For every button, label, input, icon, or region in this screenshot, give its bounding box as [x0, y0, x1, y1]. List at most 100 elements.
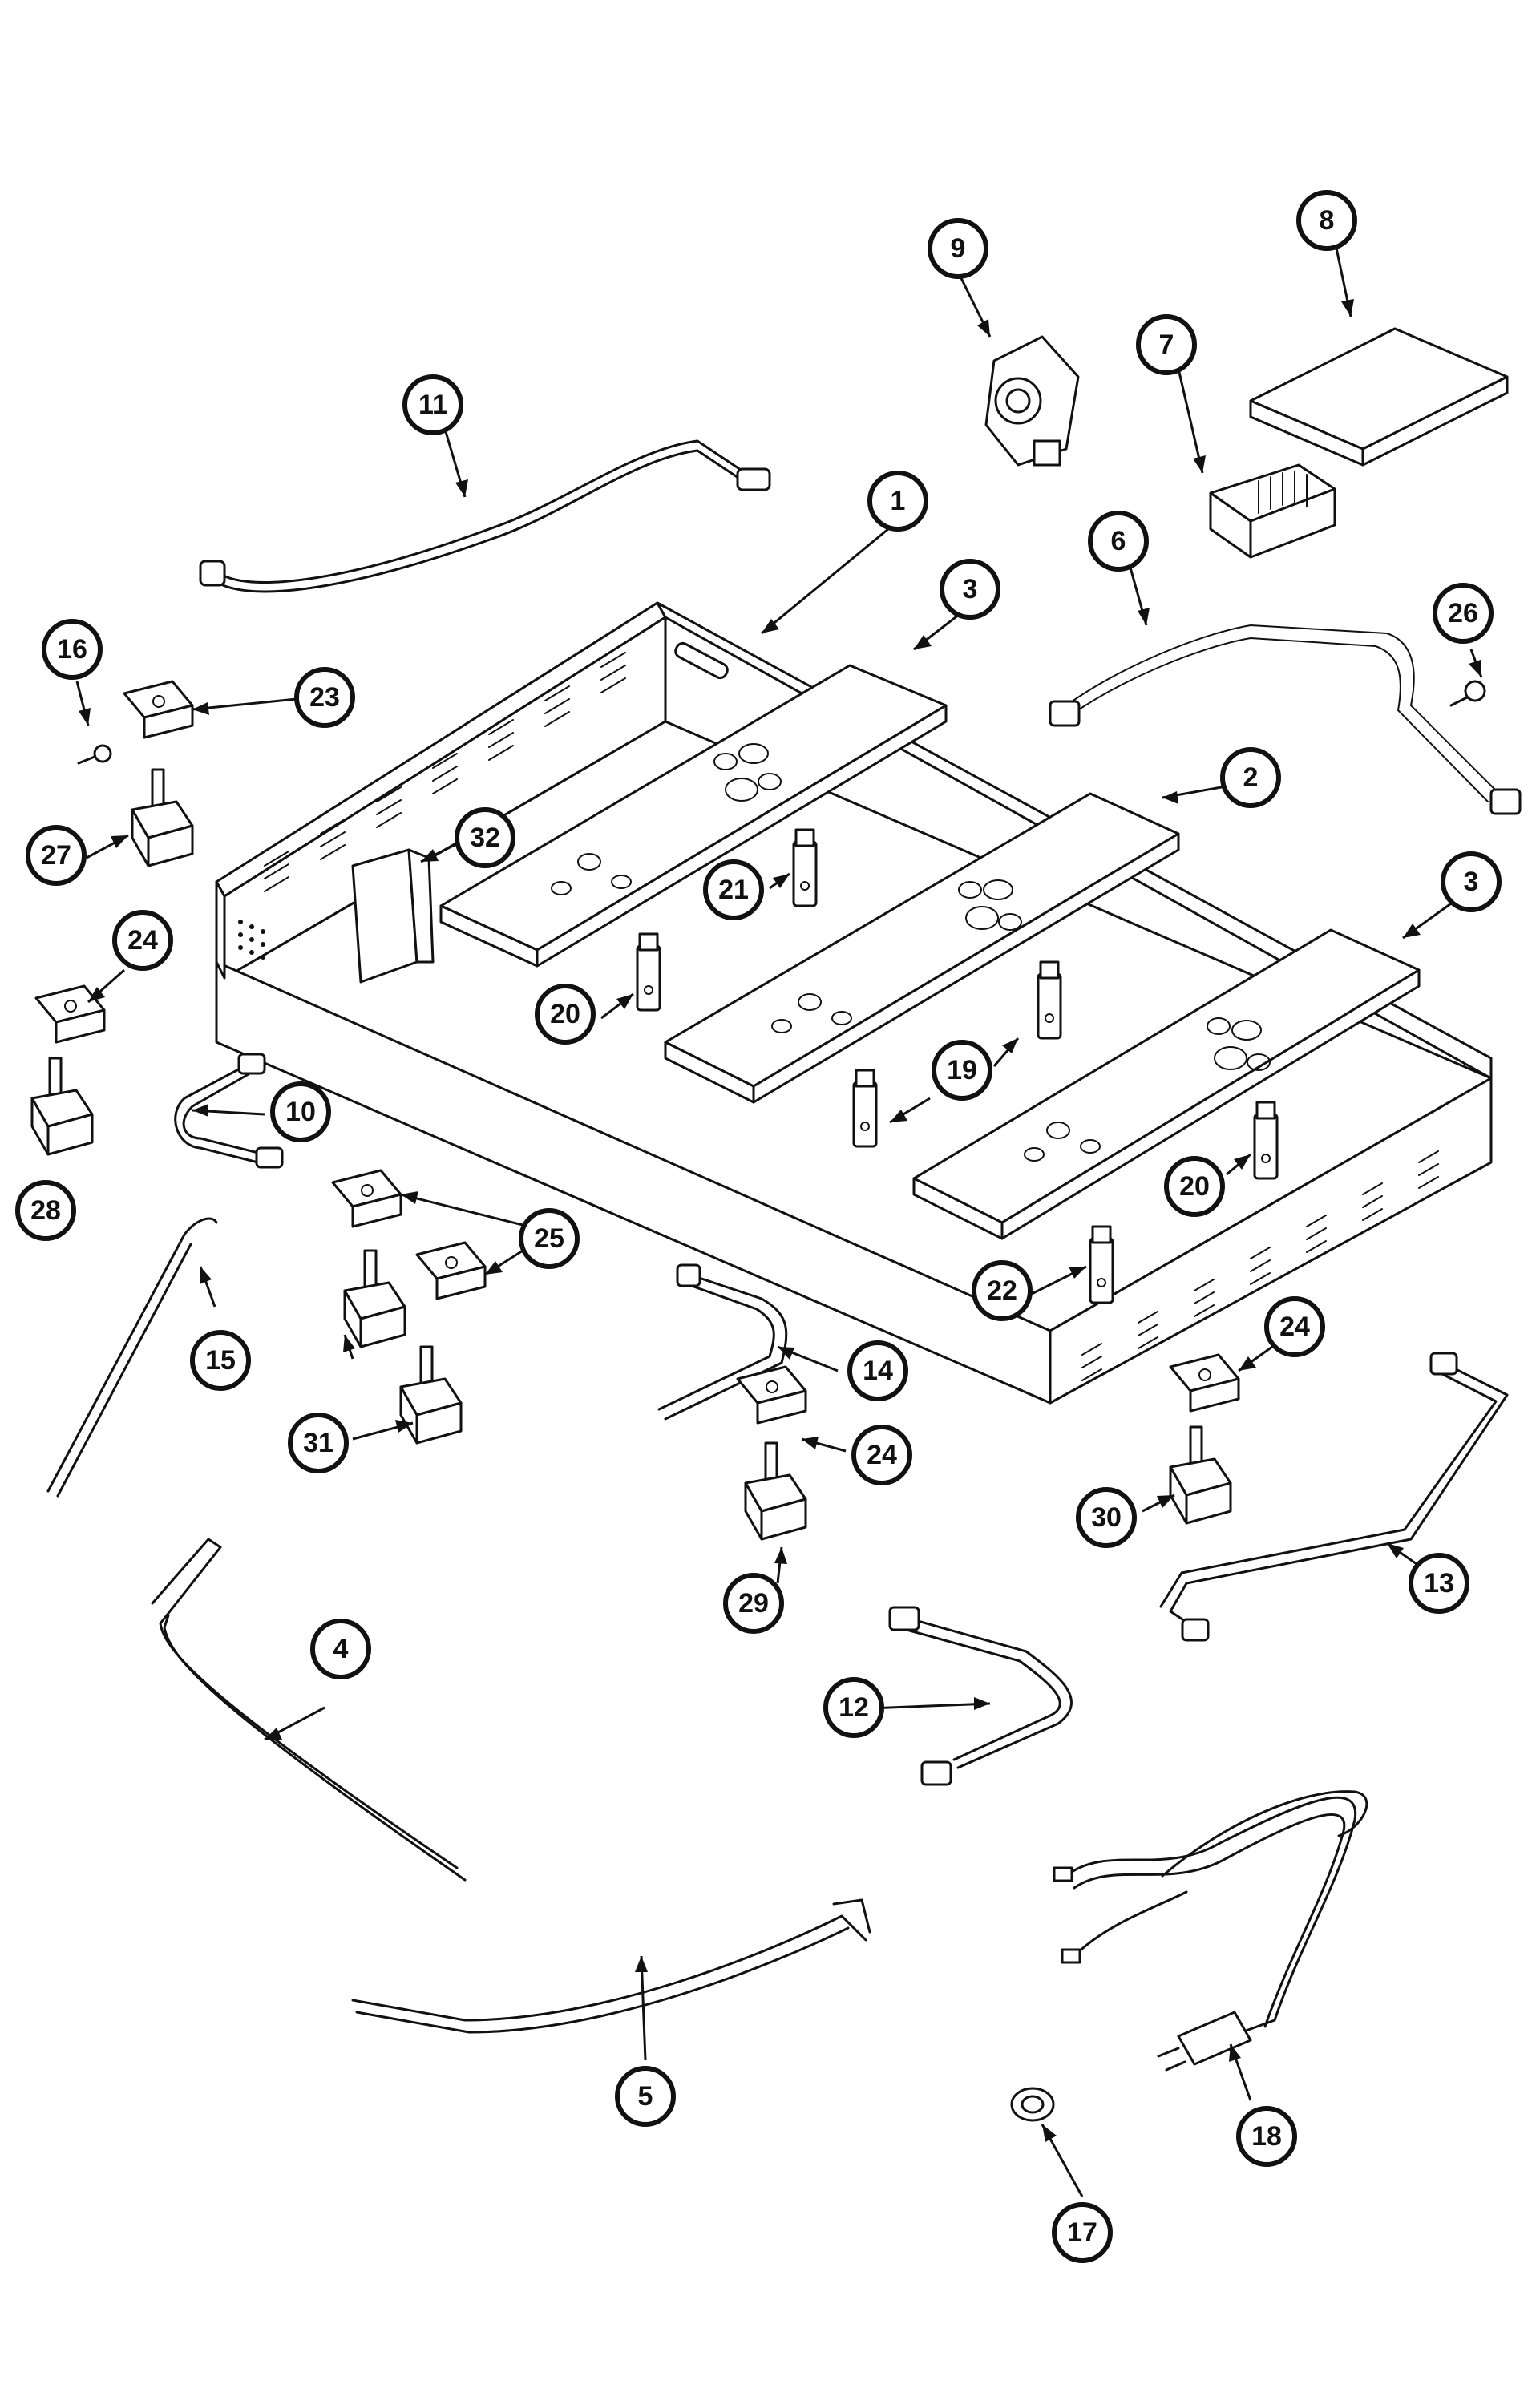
regulator-9 — [984, 335, 1080, 467]
svg-text:17: 17 — [1067, 2217, 1097, 2248]
callout-c5: 5 — [615, 2066, 676, 2127]
svg-text:29: 29 — [738, 1588, 769, 1619]
vent-holes — [238, 920, 265, 960]
svg-text:24: 24 — [1279, 1312, 1310, 1342]
svg-text:7: 7 — [1159, 329, 1174, 360]
svg-text:3: 3 — [1464, 867, 1479, 897]
orifice-holder-20b — [1253, 1101, 1279, 1180]
svg-text:24: 24 — [127, 925, 158, 956]
svg-text:14: 14 — [863, 1356, 893, 1386]
callout-c6: 6 — [1088, 511, 1149, 572]
callout-c24a: 24 — [112, 910, 173, 971]
tube-6 — [1049, 624, 1522, 815]
switch-24b — [736, 1365, 807, 1425]
callout-c25: 25 — [519, 1208, 580, 1269]
svg-text:3: 3 — [963, 574, 978, 604]
callout-c20a: 20 — [535, 984, 596, 1045]
callout-c17: 17 — [1052, 2202, 1113, 2263]
switch-23 — [123, 680, 194, 739]
svg-text:25: 25 — [534, 1223, 564, 1254]
burner-plate-center — [664, 792, 1180, 1104]
callout-c20b: 20 — [1164, 1156, 1225, 1217]
tube-12 — [888, 1606, 1073, 1786]
leader-lines — [75, 240, 1483, 2197]
switch-25a — [331, 1169, 402, 1228]
svg-text:31: 31 — [303, 1428, 333, 1458]
callout-c30: 30 — [1076, 1487, 1137, 1548]
louvers-back-wall — [264, 652, 626, 892]
svg-text:4: 4 — [333, 1634, 349, 1664]
svg-text:23: 23 — [309, 682, 340, 713]
strain-relief-17 — [1010, 2087, 1055, 2122]
valve-31a — [343, 1249, 406, 1348]
svg-text:20: 20 — [1179, 1171, 1210, 1202]
orifice-holder-22 — [1089, 1225, 1114, 1304]
valve-29 — [744, 1441, 807, 1541]
callout-c19: 19 — [932, 1040, 992, 1101]
svg-text:5: 5 — [638, 2081, 653, 2112]
callout-c26: 26 — [1433, 583, 1494, 644]
callout-c18: 18 — [1236, 2106, 1297, 2167]
svg-text:10: 10 — [285, 1097, 316, 1127]
svg-text:2: 2 — [1243, 762, 1259, 793]
cover-8 — [1249, 327, 1509, 467]
svg-text:26: 26 — [1448, 598, 1478, 629]
tube-11 — [199, 439, 771, 593]
callout-c32: 32 — [455, 807, 515, 868]
switch-24a — [34, 984, 106, 1044]
louvers-front-wall — [1081, 1150, 1439, 1381]
valve-28 — [30, 1057, 94, 1156]
callout-c24b: 24 — [851, 1425, 912, 1485]
svg-text:19: 19 — [947, 1055, 977, 1085]
callout-c21: 21 — [703, 859, 764, 920]
svg-text:15: 15 — [205, 1345, 236, 1376]
callout-c11: 11 — [402, 374, 463, 435]
callout-c27: 27 — [26, 825, 87, 886]
valve-30 — [1169, 1425, 1232, 1525]
tube-15 — [46, 1217, 218, 1498]
callout-c28: 28 — [15, 1180, 76, 1241]
orifice-holder-19b — [1037, 960, 1062, 1040]
switch-25b — [415, 1241, 487, 1300]
callout-c12: 12 — [823, 1677, 884, 1738]
callout-c2: 2 — [1220, 747, 1281, 808]
svg-text:21: 21 — [718, 875, 749, 905]
burner-plate-right — [912, 928, 1421, 1240]
svg-text:9: 9 — [951, 233, 966, 264]
callout-c23: 23 — [294, 667, 355, 728]
screw-16 — [77, 744, 112, 765]
bracket-32 — [351, 848, 418, 984]
power-cord-18 — [1053, 1790, 1368, 2072]
svg-text:8: 8 — [1320, 205, 1335, 236]
svg-text:32: 32 — [470, 823, 500, 853]
callout-c31: 31 — [288, 1413, 349, 1473]
svg-text:27: 27 — [41, 840, 71, 871]
valve-31b — [399, 1345, 463, 1445]
callout-c3a: 3 — [940, 559, 1000, 620]
callout-c14: 14 — [847, 1340, 908, 1401]
orifice-holder-21 — [792, 828, 818, 907]
orifice-holder-20a — [636, 932, 661, 1012]
callout-c22: 22 — [972, 1260, 1033, 1321]
spark-module-7 — [1209, 463, 1336, 559]
valve-27 — [131, 768, 194, 867]
svg-text:16: 16 — [57, 634, 87, 665]
svg-text:28: 28 — [30, 1195, 61, 1226]
svg-text:30: 30 — [1091, 1502, 1122, 1533]
callout-c7: 7 — [1136, 314, 1197, 375]
callout-c4: 4 — [310, 1619, 371, 1679]
manifold-5 — [351, 1898, 871, 2034]
callout-c9: 9 — [928, 218, 988, 279]
callout-c10: 10 — [270, 1081, 331, 1142]
callout-c1: 1 — [867, 471, 928, 532]
svg-text:13: 13 — [1424, 1568, 1454, 1599]
burner-plate-left — [439, 664, 948, 968]
svg-text:22: 22 — [987, 1275, 1017, 1306]
callout-c3b: 3 — [1441, 851, 1502, 912]
callout-c8: 8 — [1296, 190, 1357, 251]
callout-c24c: 24 — [1264, 1296, 1325, 1357]
svg-text:20: 20 — [550, 999, 580, 1029]
callout-c13: 13 — [1409, 1553, 1469, 1614]
callout-c16: 16 — [42, 619, 103, 680]
